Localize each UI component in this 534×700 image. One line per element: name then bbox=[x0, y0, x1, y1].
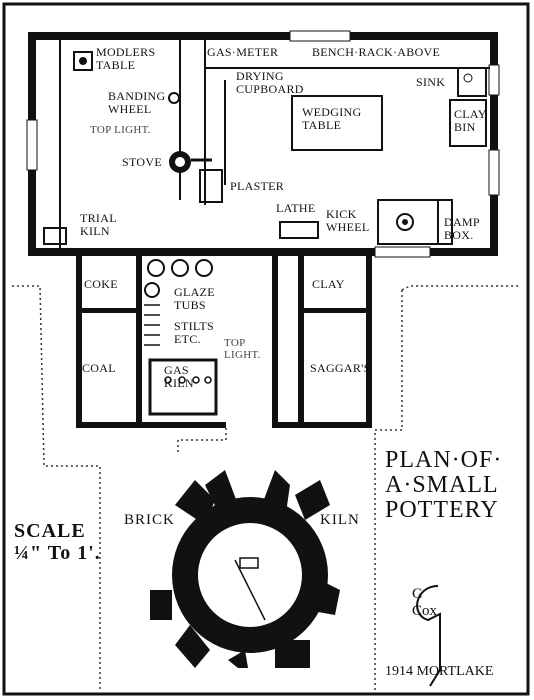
label-saggars: SAGGAR'S bbox=[310, 361, 371, 375]
label-wedging-table: WEDGING TABLE bbox=[302, 105, 362, 132]
damp-box-symbol bbox=[437, 199, 453, 245]
modelers-table-symbol bbox=[73, 51, 93, 71]
label-modelers-table: MODLERS TABLE bbox=[96, 45, 156, 72]
label-glaze-tubs: GLAZE TUBS bbox=[174, 285, 215, 312]
plaster-symbol bbox=[199, 169, 223, 203]
wedging-table-symbol bbox=[291, 95, 383, 151]
label-brick: BRICK bbox=[124, 512, 175, 528]
annex-walls bbox=[76, 256, 372, 428]
scale-note: SCALE ¼" To 1'. bbox=[14, 520, 101, 564]
label-lathe: LATHE bbox=[276, 201, 316, 215]
label-gas-meter: GAS·METER bbox=[207, 45, 279, 59]
label-clay-bin: CLAY BIN bbox=[454, 107, 487, 134]
stilts-shelves bbox=[144, 304, 160, 346]
label-plaster: PLASTER bbox=[230, 179, 285, 193]
label-gas-kiln: GAS KILN bbox=[164, 363, 194, 390]
kiln-chamber bbox=[198, 523, 302, 627]
label-coke: COKE bbox=[84, 277, 118, 291]
banding-wheel-symbol bbox=[168, 92, 180, 104]
label-damp-box: DAMP BOX. bbox=[444, 215, 480, 242]
label-top-light-1: TOP LIGHT. bbox=[90, 124, 151, 136]
label-top-light-2: TOP LIGHT. bbox=[224, 337, 261, 361]
windows bbox=[26, 30, 500, 258]
interior-lines bbox=[59, 40, 490, 248]
label-sink: SINK bbox=[416, 75, 446, 89]
label-drying-cupboard: DRYING CUPBOARD bbox=[236, 69, 304, 96]
label-clay: CLAY bbox=[312, 277, 345, 291]
label-banding-wheel: BANDING WHEEL bbox=[108, 89, 166, 116]
boundary-dotted bbox=[12, 285, 520, 690]
drawing-title: PLAN·OF· A·SMALL POTTERY bbox=[385, 447, 503, 524]
label-bench: BENCH·RACK·ABOVE bbox=[312, 45, 441, 59]
lathe-symbol bbox=[279, 221, 319, 239]
trial-kiln-symbol bbox=[43, 227, 67, 245]
signature-flourish bbox=[416, 585, 441, 687]
gas-kiln-symbol bbox=[148, 358, 218, 416]
signature-date-place: 1914 MORTLAKE bbox=[385, 664, 494, 679]
clay-bin-symbol bbox=[449, 99, 487, 147]
label-coal: COAL bbox=[82, 361, 116, 375]
label-kiln: KILN bbox=[320, 512, 360, 528]
glaze-tubs-symbol bbox=[144, 259, 213, 298]
signature-initials: G Cox bbox=[412, 586, 438, 619]
label-stilts: STILTS ETC. bbox=[174, 319, 215, 346]
label-kick-wheel: KICK WHEEL bbox=[326, 207, 370, 234]
label-stove: STOVE bbox=[122, 155, 162, 169]
sink-symbol bbox=[457, 67, 487, 97]
label-trial-kiln: TRIAL KILN bbox=[80, 211, 117, 238]
